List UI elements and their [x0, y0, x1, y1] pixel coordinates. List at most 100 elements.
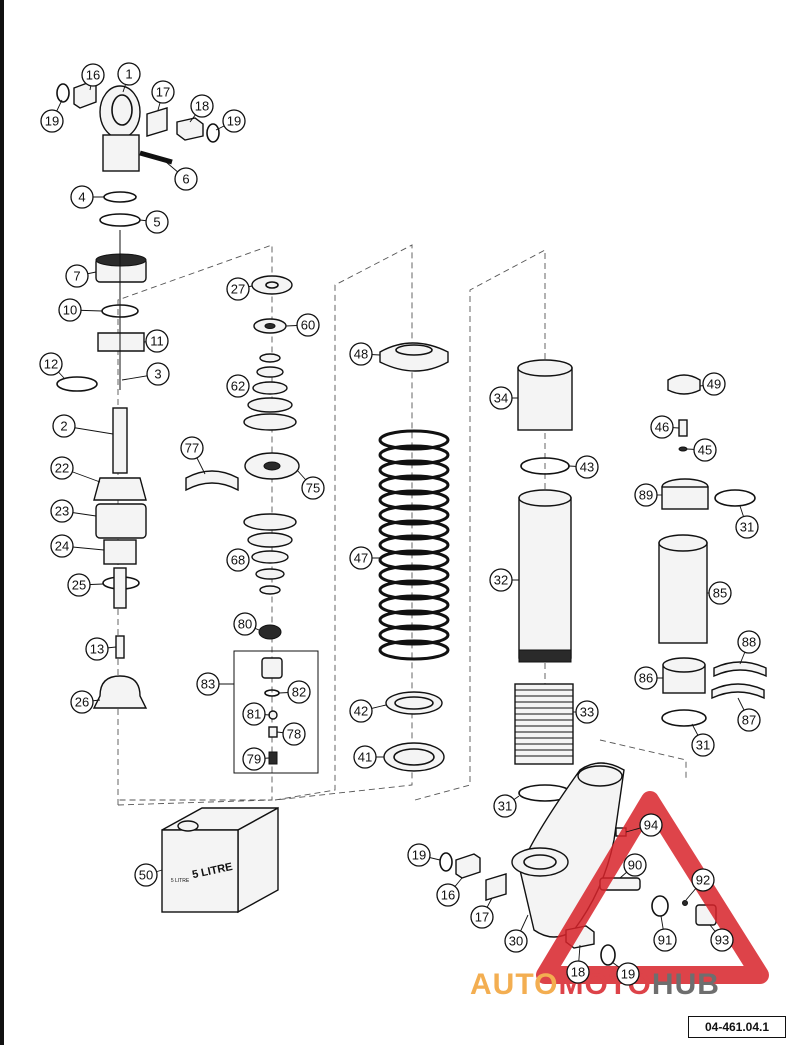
callout-number: 31	[696, 738, 710, 753]
part-83-valve-body	[261, 657, 283, 679]
part-92-ball	[682, 900, 688, 906]
callout-number: 17	[156, 85, 170, 100]
callout-number: 25	[72, 578, 86, 593]
callout-bubble	[39, 352, 63, 376]
part-33-bump-sleeve	[514, 683, 574, 765]
callout-number: 88	[742, 635, 756, 650]
part-19-oring-left	[56, 83, 70, 103]
callout-number: 4	[78, 190, 85, 205]
callout-number: 49	[707, 377, 721, 392]
callout-bubble	[58, 298, 82, 322]
part-41-adjuster-ring	[383, 742, 445, 772]
callout-number: 30	[509, 934, 523, 949]
callout-bubble	[639, 813, 663, 837]
callout-25: 25	[67, 573, 104, 597]
part-18-bushing	[176, 117, 204, 141]
callout-bubble	[296, 313, 320, 337]
frame-piston-group	[117, 244, 273, 805]
part-46-valve-stem	[678, 419, 688, 437]
watermark-text: AUTOMOTOHUB	[470, 968, 720, 1001]
callout-number: 6	[182, 172, 189, 187]
callout-number: 7	[73, 269, 80, 284]
callout-16: 16	[436, 877, 463, 907]
callout-number: 93	[715, 933, 729, 948]
callout-bubble	[81, 63, 105, 87]
part-62-shim-3	[252, 381, 288, 395]
part-34-top-rim	[517, 359, 573, 377]
callout-bubble	[493, 794, 517, 818]
callout-4: 4	[70, 185, 104, 209]
callout-17: 17	[151, 80, 175, 111]
part-42-lock-ring	[385, 691, 443, 715]
callout-number: 89	[639, 488, 653, 503]
part-23-seal-carrier	[95, 503, 147, 539]
part-91-oring	[651, 895, 669, 917]
callout-bubble	[735, 515, 759, 539]
callout-bubble	[616, 962, 640, 986]
callout-bubble	[242, 747, 266, 771]
callout-number: 43	[580, 460, 594, 475]
part-68-shim-4	[255, 568, 285, 580]
spring-coil	[378, 429, 450, 451]
callout-75: 75	[296, 469, 325, 500]
part-89-cap-body	[661, 486, 709, 510]
callout-number: 19	[227, 114, 241, 129]
spring-coil	[378, 624, 450, 646]
callout-22: 22	[50, 456, 101, 483]
callout-number: 18	[195, 99, 209, 114]
callout-number: 3	[154, 367, 161, 382]
callout-number: 10	[63, 303, 77, 318]
callout-80: 80	[233, 612, 260, 636]
spring-coil	[378, 534, 450, 556]
callout-34: 34	[489, 386, 518, 410]
spring-coil	[378, 594, 450, 616]
part-68-shim-2	[247, 532, 293, 548]
callout-number: 92	[696, 873, 710, 888]
callout-bubble	[737, 630, 761, 654]
callout-number: 48	[354, 347, 368, 362]
spring-coil	[378, 474, 450, 496]
callout-number: 23	[55, 504, 69, 519]
callout-bubble	[226, 374, 250, 398]
callout-bubble	[190, 94, 214, 118]
callout-bubble	[134, 863, 158, 887]
callout-bubble	[52, 414, 76, 438]
oil-can-spout	[177, 820, 199, 832]
part-85-tube-top	[658, 534, 708, 552]
part-75-piston-core	[263, 461, 281, 471]
spring-coil	[378, 549, 450, 571]
piston-shim-stack	[185, 275, 319, 774]
part-17-bearing-lower	[485, 873, 507, 901]
callout-number: 47	[354, 551, 368, 566]
spring-coil	[378, 444, 450, 466]
reference-code: 04-461.04.1	[688, 1016, 786, 1038]
callout-18: 18	[189, 94, 214, 123]
oil-can-front	[161, 829, 239, 913]
part-41-adjuster-bore	[393, 748, 435, 766]
callout-bubble	[85, 637, 109, 661]
callout-bubble	[233, 612, 257, 636]
callout-2: 2	[52, 414, 114, 438]
callout-bubble	[117, 62, 141, 86]
callout-24: 24	[50, 534, 105, 558]
spring-coil	[378, 489, 450, 511]
callout-number: 2	[60, 419, 67, 434]
oil-can-label-small: 5 LITRE	[171, 878, 190, 884]
part-30-lower-eye-bore	[523, 854, 557, 870]
part-32-body-tube	[518, 497, 572, 659]
callout-31: 31	[493, 794, 520, 818]
callout-number: 41	[358, 750, 372, 765]
spring-coil	[378, 519, 450, 541]
callout-19: 19	[215, 109, 246, 133]
part-2-piston-rod	[112, 407, 128, 474]
callout-bubble	[282, 722, 306, 746]
callout-bubble	[174, 167, 198, 191]
part-88-ring	[713, 661, 767, 678]
callout-19: 19	[611, 961, 640, 986]
callout-bubble	[737, 708, 761, 732]
callout-bubble	[489, 386, 513, 410]
callout-number: 87	[742, 713, 756, 728]
spring-coil	[378, 639, 450, 661]
callout-48: 48	[349, 342, 381, 366]
callout-45: 45	[686, 438, 717, 462]
